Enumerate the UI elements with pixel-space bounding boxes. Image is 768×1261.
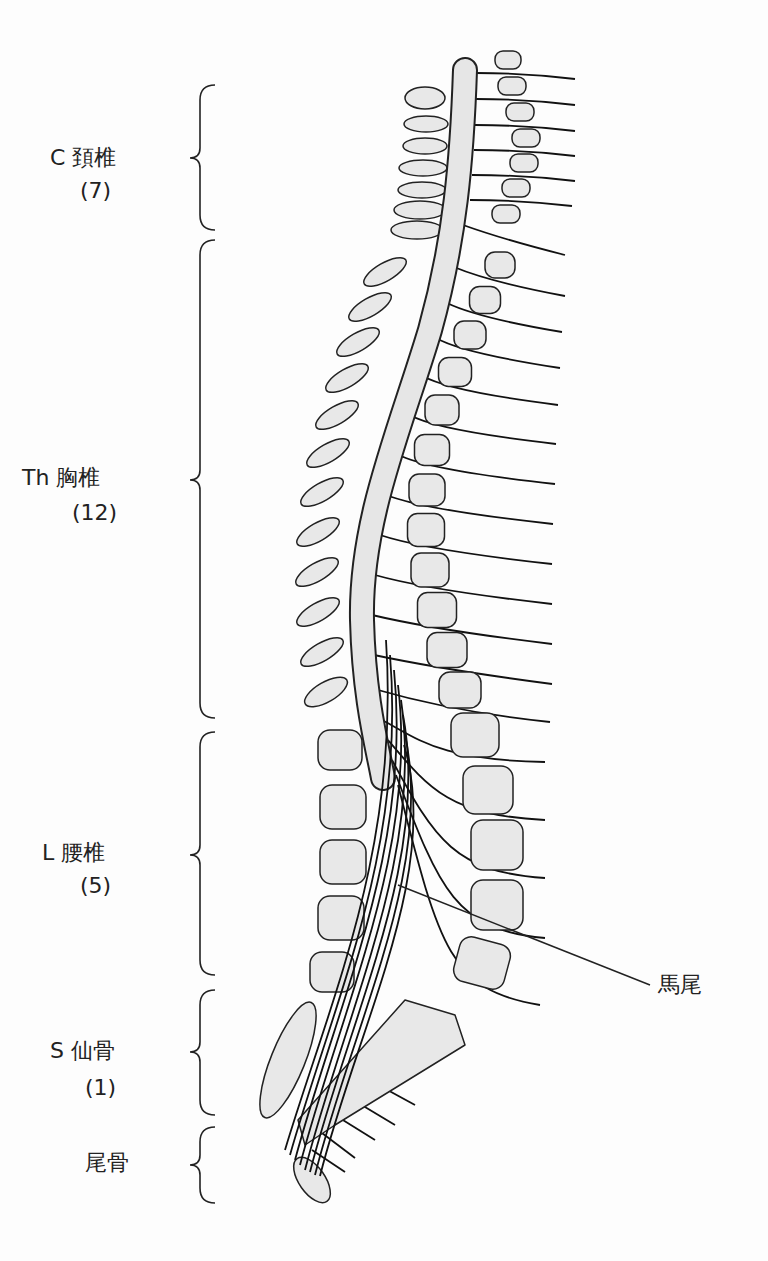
- part-label: 馬尾: [658, 972, 702, 998]
- region-label: Th 胸椎: [22, 465, 100, 491]
- region-label: C 頚椎: [50, 145, 116, 171]
- region-label: L 腰椎: [42, 840, 105, 866]
- region-label: S 仙骨: [50, 1038, 115, 1064]
- vertebrae: [249, 51, 540, 1209]
- region-label: 尾骨: [85, 1150, 129, 1176]
- region-label: (1): [85, 1075, 116, 1101]
- region-label: (12): [72, 500, 117, 526]
- region-label: (5): [80, 873, 111, 899]
- spinal-cord: [362, 70, 465, 778]
- region-label: (7): [80, 178, 111, 204]
- region-brackets: [190, 85, 215, 1203]
- cauda-equina: [285, 640, 414, 1176]
- leader-line: [398, 885, 650, 985]
